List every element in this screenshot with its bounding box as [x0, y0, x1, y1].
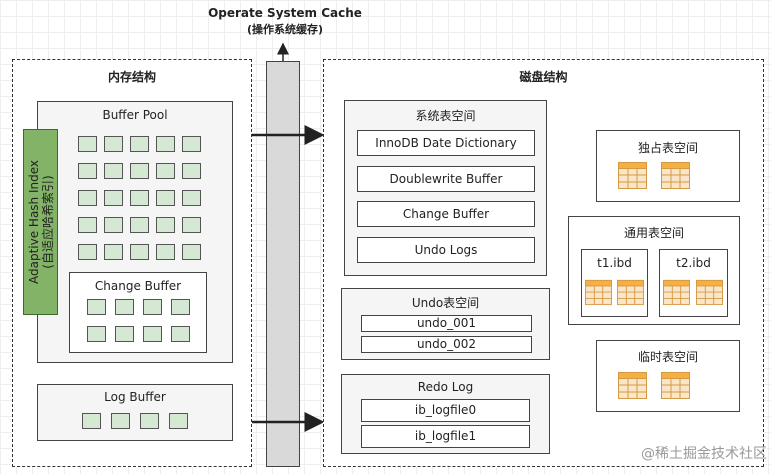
- file-per-table-title: 独占表空间: [637, 141, 698, 155]
- buffer-page: [78, 136, 97, 152]
- general-tablespace-file: t1.ibd: [581, 249, 648, 317]
- table-icon: [618, 372, 647, 399]
- buffer-pool-pages: [78, 136, 201, 260]
- buffer-page: [156, 136, 175, 152]
- change-buffer-page: [171, 299, 190, 315]
- system-tablespace-item: Change Buffer: [357, 201, 535, 227]
- redo-log-file: ib_logfile0: [361, 399, 530, 422]
- buffer-page: [182, 190, 201, 206]
- redo-log: Redo Log ib_logfile0 ib_logfile1: [341, 374, 550, 454]
- log-buffer-page: [169, 413, 188, 429]
- system-tablespace-title: 系统表空间: [415, 109, 476, 123]
- table-icon: [585, 279, 612, 306]
- general-tablespace-file-name: t2.ibd: [676, 256, 711, 270]
- undo-tablespace: Undo表空间 undo_001 undo_002: [341, 288, 550, 360]
- buffer-page: [156, 163, 175, 179]
- buffer-page: [104, 217, 123, 233]
- system-tablespace-item: Undo Logs: [357, 237, 535, 263]
- table-icon: [617, 279, 644, 306]
- buffer-page: [156, 190, 175, 206]
- change-buffer-page: [143, 299, 162, 315]
- system-tablespace-item: Doublewrite Buffer: [357, 166, 535, 192]
- buffer-page: [130, 244, 149, 260]
- undo-tablespace-title: Undo表空间: [411, 296, 480, 310]
- temp-tablespace: 临时表空间: [596, 340, 740, 412]
- table-icon: [618, 162, 647, 189]
- log-buffer-page: [140, 413, 159, 429]
- buffer-page: [104, 163, 123, 179]
- general-tablespace: 通用表空间 t1.ibd t2.ibd: [568, 216, 740, 325]
- change-buffer-page: [115, 299, 134, 315]
- buffer-page: [78, 190, 97, 206]
- temp-tablespace-title: 临时表空间: [637, 350, 698, 364]
- memory-structure-title: 内存结构: [107, 70, 156, 84]
- buffer-page: [78, 163, 97, 179]
- os-cache-subtitle: (操作系统缓存): [246, 23, 324, 36]
- adaptive-hash-index-label-cn: (自适应哈希索引): [40, 175, 55, 269]
- buffer-page: [182, 217, 201, 233]
- change-buffer-pages: [87, 299, 190, 342]
- buffer-page: [130, 190, 149, 206]
- adaptive-hash-index-label: Adaptive Hash Index (自适应哈希索引): [27, 160, 55, 284]
- log-buffer-page: [111, 413, 130, 429]
- general-tablespace-title: 通用表空间: [623, 226, 684, 240]
- buffer-page: [156, 244, 175, 260]
- table-icon: [661, 162, 690, 189]
- redo-log-title: Redo Log: [417, 380, 474, 394]
- buffer-page: [130, 136, 149, 152]
- buffer-page: [182, 136, 201, 152]
- redo-log-file: ib_logfile1: [361, 425, 530, 448]
- change-buffer-page: [87, 299, 106, 315]
- change-buffer-page: [87, 326, 106, 342]
- log-buffer-title: Log Buffer: [104, 390, 166, 404]
- buffer-page: [104, 244, 123, 260]
- file-per-table-tablespace: 独占表空间: [596, 130, 740, 202]
- buffer-page: [182, 244, 201, 260]
- undo-tablespace-item: undo_002: [361, 336, 532, 353]
- log-buffer: Log Buffer: [37, 384, 233, 441]
- general-tablespace-file-name: t1.ibd: [597, 256, 632, 270]
- system-tablespace: 系统表空间 InnoDB Date Dictionary Doublewrite…: [344, 100, 547, 276]
- buffer-page: [78, 217, 97, 233]
- adaptive-hash-index-label-en: Adaptive Hash Index: [26, 159, 41, 285]
- general-tablespace-file: t2.ibd: [659, 249, 728, 317]
- table-icon: [663, 279, 690, 306]
- disk-structure-title: 磁盘结构: [519, 70, 568, 84]
- change-buffer-memory: Change Buffer: [69, 272, 207, 353]
- table-icon: [696, 279, 723, 306]
- change-buffer-page: [143, 326, 162, 342]
- table-icon: [661, 372, 690, 399]
- adaptive-hash-index: Adaptive Hash Index (自适应哈希索引): [23, 129, 58, 315]
- log-buffer-pages: [82, 413, 188, 429]
- change-buffer-page: [115, 326, 134, 342]
- log-buffer-page: [82, 413, 101, 429]
- os-cache-bar: [266, 61, 300, 467]
- buffer-page: [182, 163, 201, 179]
- watermark: @稀土掘金技术社区: [641, 446, 767, 462]
- change-buffer-memory-title: Change Buffer: [94, 279, 182, 293]
- undo-tablespace-item: undo_001: [361, 315, 532, 332]
- buffer-page: [104, 190, 123, 206]
- buffer-page: [156, 217, 175, 233]
- buffer-page: [130, 163, 149, 179]
- os-cache-title: Operate System Cache: [208, 6, 362, 20]
- buffer-pool-title: Buffer Pool: [102, 108, 168, 122]
- buffer-page: [78, 244, 97, 260]
- buffer-page: [104, 136, 123, 152]
- system-tablespace-item: InnoDB Date Dictionary: [357, 130, 535, 156]
- buffer-page: [130, 217, 149, 233]
- change-buffer-page: [171, 326, 190, 342]
